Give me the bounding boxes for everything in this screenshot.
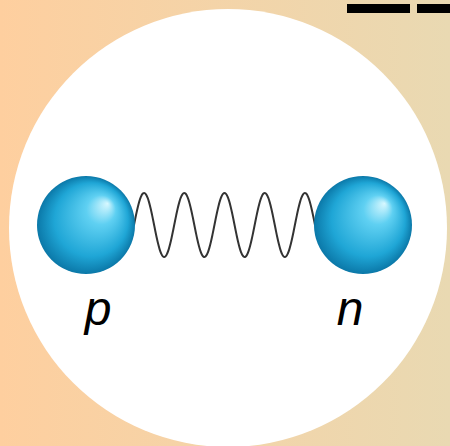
spring-connector — [134, 193, 315, 257]
sphere — [36, 175, 136, 275]
particle-node: p — [36, 175, 136, 275]
particle-label: n — [300, 285, 400, 333]
corner-bar — [417, 4, 450, 13]
sphere-body — [37, 176, 135, 274]
particle-node: n — [313, 175, 413, 275]
white-disc — [9, 9, 447, 446]
sphere-body — [314, 176, 412, 274]
corner-bar — [347, 4, 410, 13]
sphere — [313, 175, 413, 275]
particle-label: p — [48, 285, 148, 333]
